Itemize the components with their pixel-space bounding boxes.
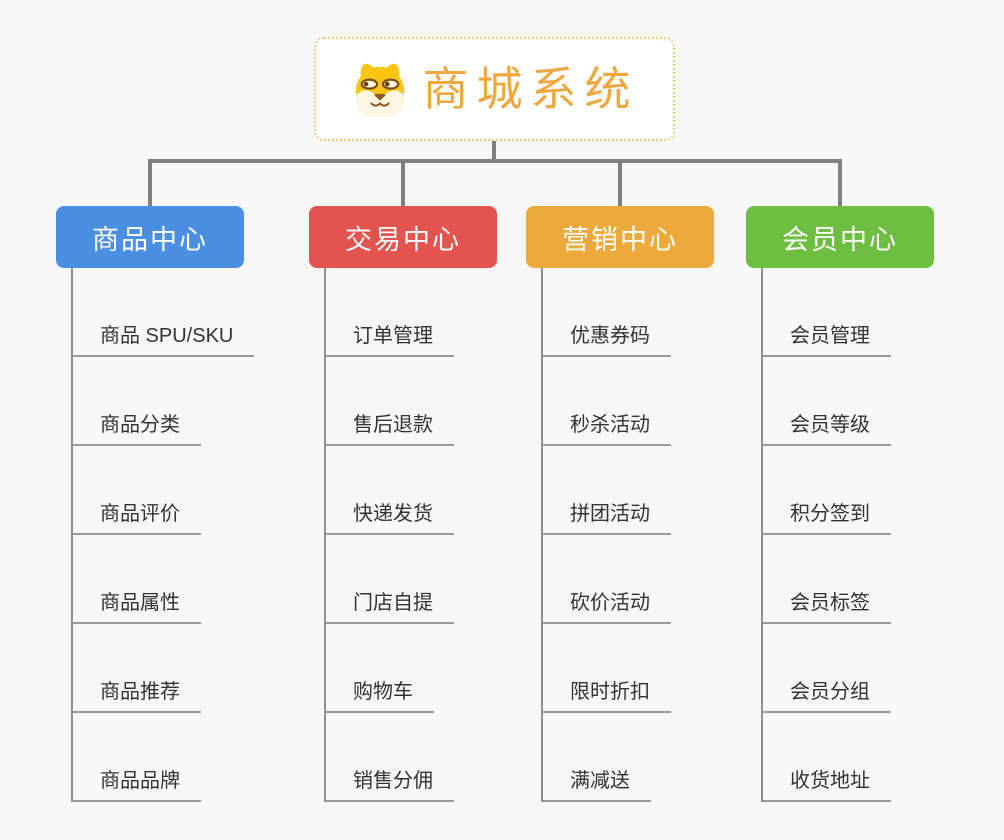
branch-header-3[interactable]: 会员中心 xyxy=(746,206,934,268)
branch-item-label[interactable]: 商品属性 xyxy=(73,590,201,624)
branch-3: 会员中心 会员管理会员等级积分签到会员标签会员分组收货地址 xyxy=(746,206,1004,802)
branch-item-label[interactable]: 积分签到 xyxy=(763,501,891,535)
branch-item-label[interactable]: 拼团活动 xyxy=(543,501,671,535)
branch-2: 营销中心 优惠券码秒杀活动拼团活动砍价活动限时折扣满减送 xyxy=(526,206,786,802)
branch-item-label[interactable]: 秒杀活动 xyxy=(543,412,671,446)
branch-items: 商品 SPU/SKU 商品分类商品评价商品属性商品推荐商品品牌 xyxy=(71,268,316,802)
root-title: 商城系统 xyxy=(422,63,639,115)
branch-item: 拼团活动 xyxy=(543,446,786,535)
branch-item: 商品评价 xyxy=(73,446,316,535)
branch-items: 优惠券码秒杀活动拼团活动砍价活动限时折扣满减送 xyxy=(541,268,786,802)
branch-items: 订单管理售后退款快递发货门店自提购物车销售分佣 xyxy=(324,268,569,802)
branch-item: 收货地址 xyxy=(763,713,1004,802)
branch-item-label[interactable]: 销售分佣 xyxy=(326,768,454,802)
branch-item-label[interactable]: 会员管理 xyxy=(763,323,891,357)
branch-1: 交易中心 订单管理售后退款快递发货门店自提购物车销售分佣 xyxy=(309,206,569,802)
branch-item-label[interactable]: 订单管理 xyxy=(326,323,454,357)
branch-item: 满减送 xyxy=(543,713,786,802)
branch-item: 商品推荐 xyxy=(73,624,316,713)
branch-item-label[interactable]: 优惠券码 xyxy=(543,323,671,357)
branch-item: 售后退款 xyxy=(326,357,569,446)
branch-item-label[interactable]: 售后退款 xyxy=(326,412,454,446)
branch-item-label[interactable]: 收货地址 xyxy=(763,768,891,802)
branch-item: 会员等级 xyxy=(763,357,1004,446)
branch-item: 会员标签 xyxy=(763,535,1004,624)
root-node[interactable]: 商城系统 xyxy=(314,37,675,141)
branch-item-label[interactable]: 商品品牌 xyxy=(73,768,201,802)
branch-item: 会员分组 xyxy=(763,624,1004,713)
branch-item-label[interactable]: 商品 SPU/SKU xyxy=(73,323,255,357)
branch-item-label[interactable]: 砍价活动 xyxy=(543,590,671,624)
branch-items: 会员管理会员等级积分签到会员标签会员分组收货地址 xyxy=(761,268,1004,802)
branch-item: 限时折扣 xyxy=(543,624,786,713)
branch-item-label[interactable]: 会员等级 xyxy=(763,412,891,446)
shiba-dog-icon xyxy=(355,63,404,117)
branch-item: 订单管理 xyxy=(326,268,569,357)
bus-and-drops-line xyxy=(148,159,842,206)
branch-item: 商品属性 xyxy=(73,535,316,624)
branch-item-label[interactable]: 满减送 xyxy=(543,768,651,802)
branch-item: 积分签到 xyxy=(763,446,1004,535)
branch-item: 砍价活动 xyxy=(543,535,786,624)
branch-item: 优惠券码 xyxy=(543,268,786,357)
branch-item-label[interactable]: 商品推荐 xyxy=(73,679,201,713)
branch-header-2[interactable]: 营销中心 xyxy=(526,206,714,268)
branch-item: 会员管理 xyxy=(763,268,1004,357)
branch-item-label[interactable]: 购物车 xyxy=(326,679,434,713)
branch-0: 商品中心 商品 SPU/SKU 商品分类商品评价商品属性商品推荐商品品牌 xyxy=(56,206,316,802)
branch-item: 快递发货 xyxy=(326,446,569,535)
branch-item-label[interactable]: 快递发货 xyxy=(326,501,454,535)
branch-item: 购物车 xyxy=(326,624,569,713)
branch-item: 门店自提 xyxy=(326,535,569,624)
branch-header-0[interactable]: 商品中心 xyxy=(56,206,244,268)
branch-item-label[interactable]: 限时折扣 xyxy=(543,679,671,713)
branch-item-label[interactable]: 会员分组 xyxy=(763,679,891,713)
branch-header-1[interactable]: 交易中心 xyxy=(309,206,497,268)
branch-item-label[interactable]: 商品评价 xyxy=(73,501,201,535)
branch-item: 商品品牌 xyxy=(73,713,316,802)
branch-item-label[interactable]: 商品分类 xyxy=(73,412,201,446)
branch-item: 商品 SPU/SKU xyxy=(73,268,316,357)
branch-item: 销售分佣 xyxy=(326,713,569,802)
branch-item-label[interactable]: 会员标签 xyxy=(763,590,891,624)
branch-item: 秒杀活动 xyxy=(543,357,786,446)
branch-item-label[interactable]: 门店自提 xyxy=(326,590,454,624)
branch-item: 商品分类 xyxy=(73,357,316,446)
